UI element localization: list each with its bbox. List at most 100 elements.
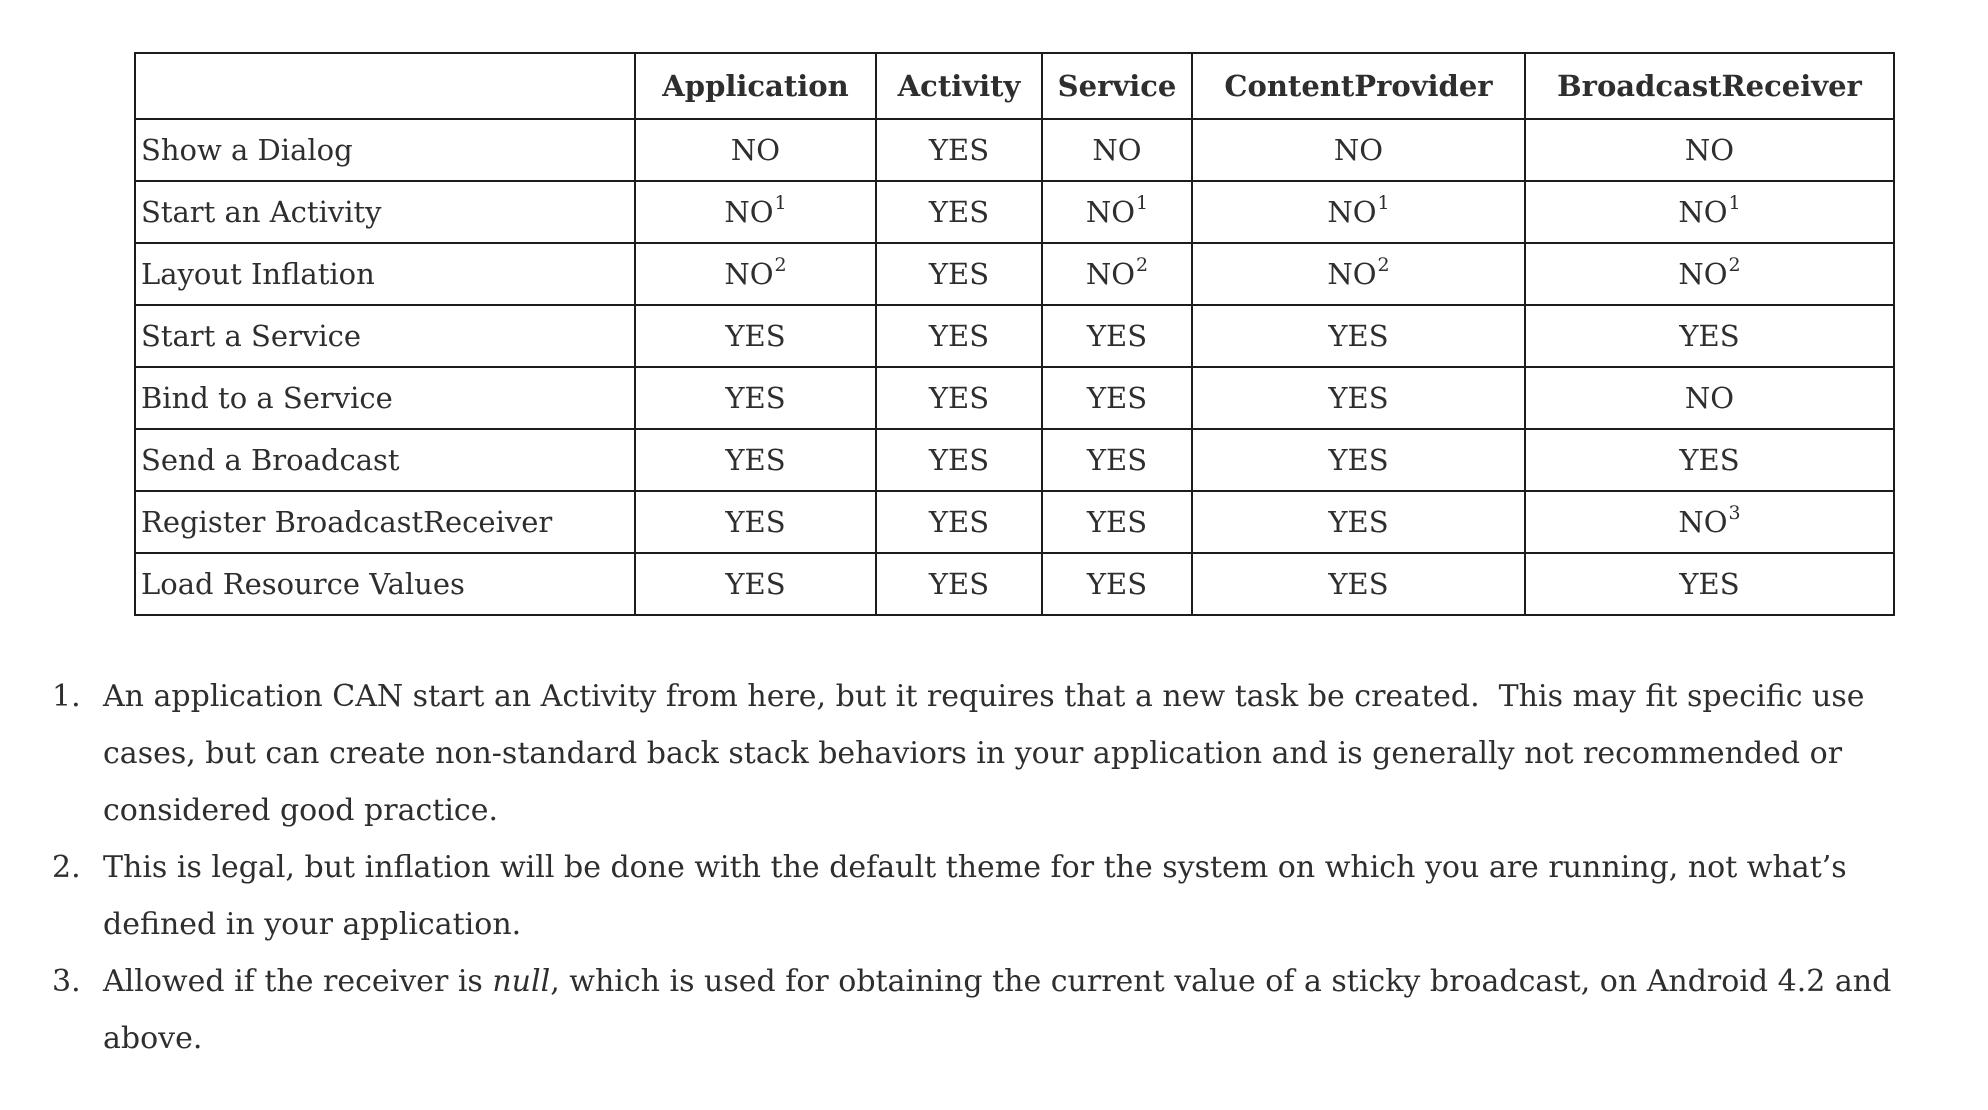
cell-value: NO (730, 133, 781, 167)
corner-cell (134, 52, 636, 120)
footnote-ref: 2 (1377, 254, 1390, 277)
cell-value: NO (1085, 195, 1136, 229)
column-header-service: Service (1041, 52, 1193, 120)
value-cell: YES (1524, 304, 1895, 368)
footnote-segment: Allowed if the receiver is (103, 964, 493, 999)
footnote-text: This is legal, but inflation will be don… (103, 839, 1898, 953)
cell-value: NO (1684, 133, 1735, 167)
value-cell: NO1 (634, 180, 877, 244)
value-cell: YES (1041, 428, 1193, 492)
value-cell: YES (1191, 428, 1526, 492)
footnote-segment: , which is used for obtaining the curren… (103, 964, 1901, 1056)
table-row: Send a Broadcast YES YES YES YES YES (134, 428, 1895, 492)
cell-value: YES (725, 443, 786, 477)
cell-value: YES (928, 319, 990, 353)
cell-value: YES (725, 567, 786, 601)
cell-value: YES (1328, 443, 1389, 477)
value-cell: YES (875, 366, 1043, 430)
value-cell: YES (875, 118, 1043, 182)
cell-value: YES (1679, 567, 1740, 601)
footnote-ref: 2 (774, 254, 787, 277)
value-cell: YES (634, 428, 877, 492)
footnote-ref: 1 (774, 192, 787, 215)
cell-value: NO (1092, 133, 1142, 167)
cell-value: NO (1327, 257, 1377, 291)
value-cell: YES (1191, 552, 1526, 616)
cell-value: YES (1328, 319, 1389, 353)
cell-value: YES (928, 133, 990, 167)
cell-value: YES (725, 381, 786, 415)
value-cell: NO2 (1524, 242, 1895, 306)
cell-value: NO (1678, 195, 1728, 229)
cell-value: YES (928, 257, 990, 291)
value-cell: NO1 (1191, 180, 1526, 244)
footnote-item: 3. Allowed if the receiver is null, which… (52, 953, 1952, 1067)
cell-value: NO (1333, 133, 1384, 167)
footnote-number: 3. (52, 964, 81, 999)
cell-value: YES (1086, 567, 1148, 601)
row-label: Send a Broadcast (134, 428, 636, 492)
footnote-text: Allowed if the receiver is null, which i… (103, 953, 1898, 1067)
footnote-text: An application CAN start an Activity fro… (103, 668, 1898, 839)
footnotes-list: 1. An application CAN start an Activity f… (52, 668, 1952, 1067)
footnote-segment: This is legal, but inflation will be don… (103, 850, 1857, 942)
cell-value: YES (725, 505, 786, 539)
footnote-ref: 1 (1377, 192, 1390, 215)
row-label: Bind to a Service (134, 366, 636, 430)
footnote-ref: 3 (1728, 502, 1741, 525)
value-cell: NO (1041, 118, 1193, 182)
column-header-contentprovider: ContentProvider (1191, 52, 1526, 120)
value-cell: YES (875, 490, 1043, 554)
cell-value: YES (1328, 505, 1389, 539)
value-cell: YES (1524, 552, 1895, 616)
value-cell: NO1 (1524, 180, 1895, 244)
cell-value: YES (1679, 443, 1740, 477)
footnote-ref: 1 (1136, 192, 1149, 215)
footnote-segment: An application CAN start an Activity fro… (103, 679, 1875, 828)
cell-value: YES (1328, 381, 1389, 415)
value-cell: YES (1041, 552, 1193, 616)
footnote-item: 2. This is legal, but inflation will be d… (52, 839, 1952, 953)
cell-value: YES (928, 567, 990, 601)
value-cell: YES (875, 304, 1043, 368)
row-label: Load Resource Values (134, 552, 636, 616)
cell-value: NO (724, 257, 774, 291)
value-cell: NO2 (1041, 242, 1193, 306)
cell-value: YES (1086, 319, 1148, 353)
cell-value: YES (725, 319, 786, 353)
footnote-number: 2. (52, 850, 81, 885)
value-cell: YES (634, 552, 877, 616)
value-cell: NO2 (634, 242, 877, 306)
value-cell: YES (1191, 490, 1526, 554)
footnote-ref: 2 (1136, 254, 1149, 277)
footnote-italic-segment: null (492, 964, 551, 999)
cell-value: YES (1679, 319, 1740, 353)
row-label: Register BroadcastReceiver (134, 490, 636, 554)
value-cell: YES (1041, 490, 1193, 554)
column-header-broadcastreceiver: BroadcastReceiver (1524, 52, 1895, 120)
value-cell: YES (1041, 366, 1193, 430)
cell-value: NO (724, 195, 774, 229)
cell-value: NO (1684, 381, 1735, 415)
value-cell: NO (1524, 366, 1895, 430)
table-row: Load Resource Values YES YES YES YES YES (134, 552, 1895, 616)
value-cell: YES (875, 242, 1043, 306)
cell-value: YES (1328, 567, 1389, 601)
value-cell: NO2 (1191, 242, 1526, 306)
value-cell: YES (875, 428, 1043, 492)
value-cell: YES (634, 304, 877, 368)
column-header-activity: Activity (875, 52, 1043, 120)
value-cell: YES (1191, 366, 1526, 430)
footnote-number: 1. (52, 679, 81, 714)
cell-value: NO (1327, 195, 1377, 229)
cell-value: NO (1085, 257, 1136, 291)
cell-value: YES (1086, 443, 1148, 477)
